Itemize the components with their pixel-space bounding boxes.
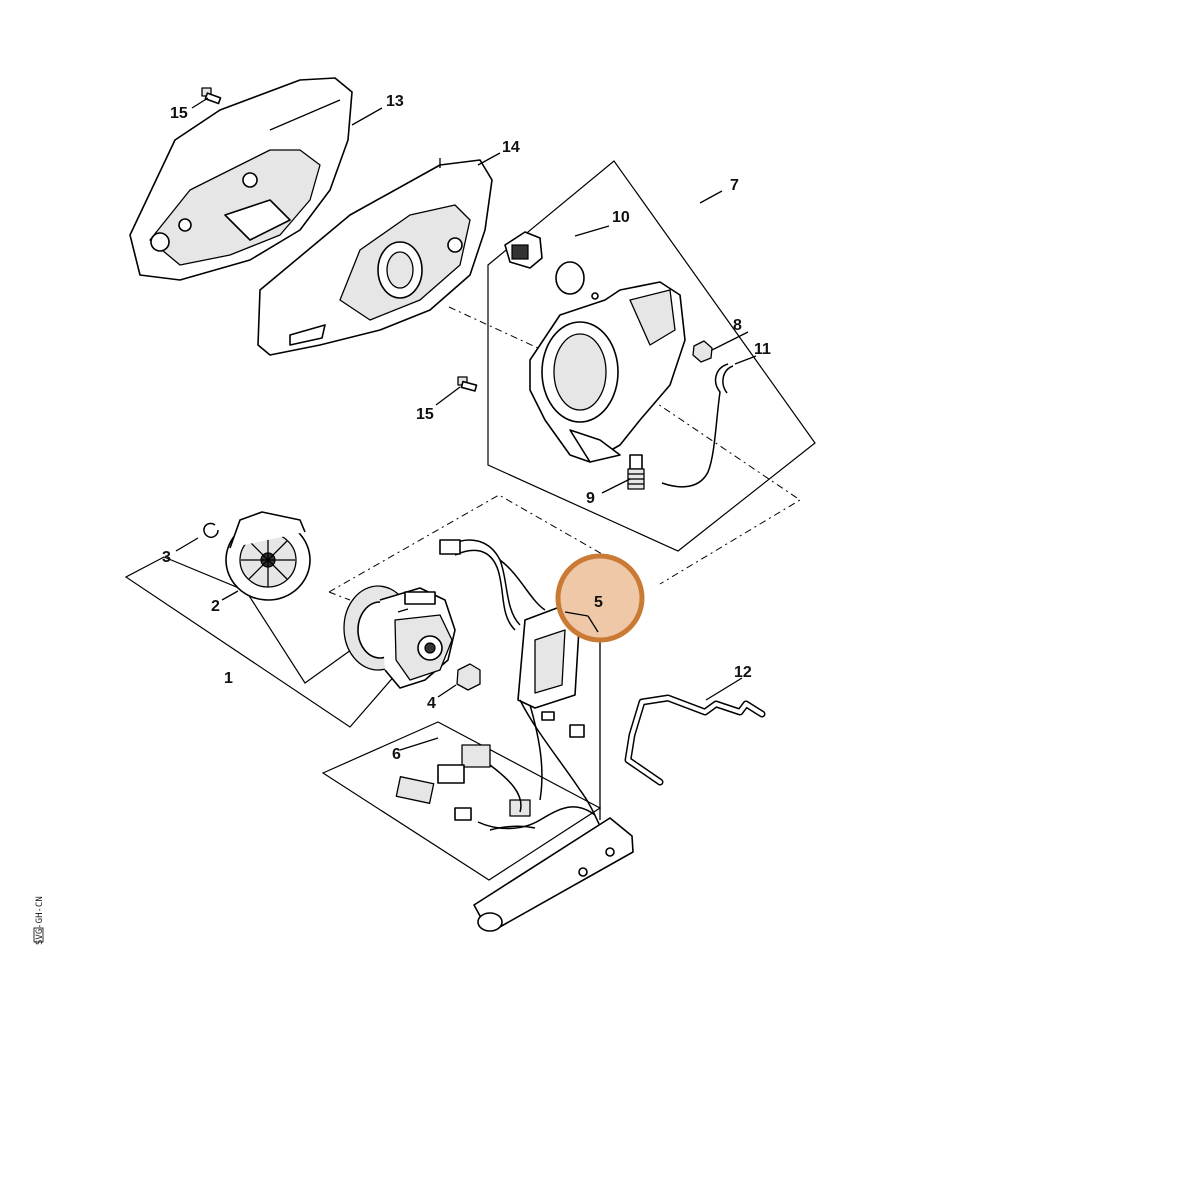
drawing-reference-code: SVG-GH-CN xyxy=(33,896,45,945)
svg-text:SVG-GH-CN: SVG-GH-CN xyxy=(35,896,45,945)
callout-3[interactable]: 3 xyxy=(162,549,171,566)
callout-15-top[interactable]: 15 xyxy=(170,105,188,122)
callout-6[interactable]: 6 xyxy=(392,746,401,763)
part-15-screw-top xyxy=(201,87,222,105)
part-11-cable xyxy=(661,363,734,488)
callout-10[interactable]: 10 xyxy=(612,209,630,226)
callout-1[interactable]: 1 xyxy=(224,670,233,687)
part-5-control-module xyxy=(439,539,611,846)
part-6-switch-set xyxy=(395,744,596,831)
part-13-housing-cover xyxy=(129,77,353,281)
leader-lines xyxy=(175,97,757,751)
highlight-circle-part-5[interactable] xyxy=(555,553,645,643)
part-2-fan-wheel xyxy=(225,511,311,601)
assembly-box-7 xyxy=(487,160,816,552)
callout-11[interactable]: 11 xyxy=(754,341,771,358)
callout-2[interactable]: 2 xyxy=(211,598,220,615)
part-7-rear-housing xyxy=(529,281,686,463)
callout-12[interactable]: 12 xyxy=(734,664,752,681)
part-15-screw-middle xyxy=(457,376,478,392)
part-3-circlip xyxy=(203,522,219,538)
callout-4[interactable]: 4 xyxy=(427,695,436,712)
part-8-nut xyxy=(692,340,713,363)
callout-15-middle[interactable]: 15 xyxy=(416,406,434,423)
part-12-hose xyxy=(624,694,766,786)
callout-7[interactable]: 7 xyxy=(730,177,739,194)
part-14-side-housing xyxy=(257,158,493,356)
handle-bar xyxy=(473,642,634,932)
part-4-nut xyxy=(456,663,481,691)
part-1-motor xyxy=(343,585,456,689)
callout-labels: 15 13 14 7 10 8 11 15 9 3 2 1 5 4 12 6 xyxy=(162,93,771,763)
callout-9[interactable]: 9 xyxy=(586,490,595,507)
callout-13[interactable]: 13 xyxy=(386,93,404,110)
callout-14[interactable]: 14 xyxy=(502,139,520,156)
callout-8[interactable]: 8 xyxy=(733,317,742,334)
part-9-pin xyxy=(627,454,645,490)
part-10-brush-holder xyxy=(504,231,599,300)
callout-5[interactable]: 5 xyxy=(594,594,603,611)
